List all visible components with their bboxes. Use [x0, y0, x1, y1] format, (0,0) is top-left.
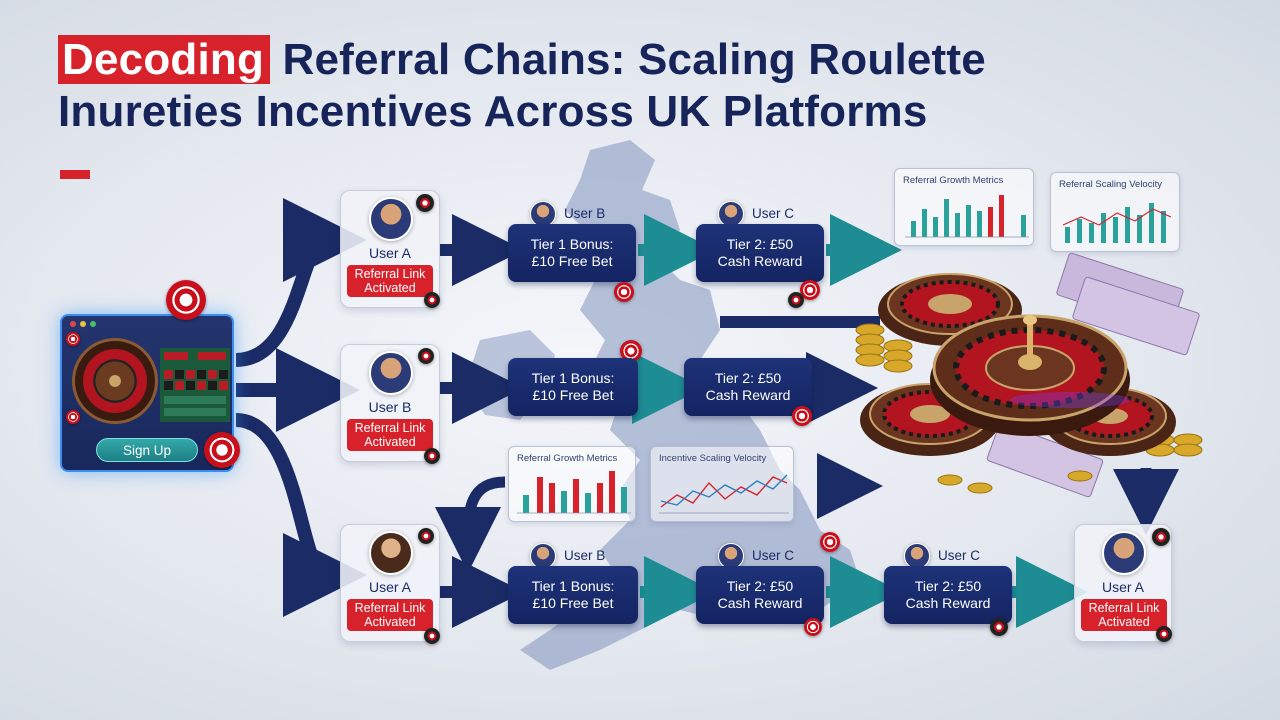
casino-chip-icon — [66, 332, 80, 346]
gold-coins-icon — [855, 323, 1203, 494]
title-highlight: Decoding — [58, 35, 271, 84]
user-avatar — [369, 197, 413, 241]
casino-chip-icon — [204, 432, 240, 468]
casino-chip-icon — [418, 528, 434, 544]
casino-chip-icon — [424, 628, 440, 644]
roulette-wheel-icon — [72, 338, 158, 424]
velocity-metrics-panel-top: Referral Scaling Velocity — [1050, 172, 1180, 252]
casino-chip-icon — [792, 406, 812, 426]
user-name: User A — [368, 579, 411, 595]
user-name: User A — [1101, 579, 1144, 595]
tier1-bonus-box: Tier 1 Bonus:£10 Free Bet — [508, 224, 636, 282]
user-avatar — [1102, 531, 1146, 575]
casino-chip-icon — [418, 348, 434, 364]
casino-chip-icon — [424, 292, 440, 308]
sign-up-button[interactable]: Sign Up — [96, 438, 198, 462]
casino-chip-icon — [1152, 528, 1170, 546]
title-line1-rest: Referral Chains: Scaling Roulette — [270, 35, 986, 84]
user-avatar — [718, 201, 744, 227]
casino-chip-icon — [620, 340, 642, 362]
growth-metrics-panel-mid: Referral Growth Metrics — [508, 446, 636, 522]
bar-chart-icon — [1062, 203, 1172, 243]
tier-user-tag: User B — [564, 206, 606, 221]
casino-chip-icon — [990, 618, 1008, 636]
casino-chip-icon — [614, 282, 634, 302]
tier-user-tag: User C — [752, 548, 795, 563]
user-name: User B — [368, 399, 412, 415]
title-line2: Inureties Incentives Across UK Platforms — [58, 87, 928, 136]
user-avatar — [530, 201, 556, 227]
roulette-wheels-cash-illustration — [855, 252, 1203, 498]
roulette-table-icon — [160, 348, 230, 422]
casino-chip-icon — [804, 618, 822, 636]
casino-chip-icon — [1156, 626, 1172, 642]
tier1-bonus-box: Tier 1 Bonus:£10 Free Bet — [508, 358, 638, 416]
casino-chip-icon — [416, 194, 434, 212]
roulette-wheel-icon — [930, 314, 1130, 436]
line-chart-icon — [659, 474, 789, 514]
casino-chip-icon — [820, 532, 840, 552]
user-avatar — [530, 543, 556, 569]
casino-chip-icon — [66, 410, 80, 424]
velocity-metrics-panel-mid: Incentive Scaling Velocity — [650, 446, 794, 522]
casino-chip-icon — [424, 448, 440, 464]
page-title: Decoding Referral Chains: Scaling Roulet… — [58, 34, 986, 138]
user-avatar — [718, 543, 744, 569]
bar-chart-icon — [517, 471, 631, 514]
user-avatar — [369, 351, 413, 395]
tier-user-tag: User B — [564, 548, 606, 563]
tier1-bonus-box: Tier 1 Bonus:£10 Free Bet — [508, 566, 638, 624]
tier-user-tag: User C — [938, 548, 981, 563]
window-dots — [70, 321, 96, 327]
tier-user-tag: User C — [752, 206, 795, 221]
casino-chip-icon — [166, 280, 206, 320]
title-accent-dash — [60, 170, 90, 179]
casino-chip-icon — [788, 292, 804, 308]
user-name: User A — [368, 245, 411, 261]
casino-chip-icon — [800, 280, 820, 300]
user-avatar — [904, 543, 930, 569]
user-avatar — [369, 531, 413, 575]
growth-metrics-panel-top: Referral Growth Metrics — [894, 168, 1034, 246]
bar-chart-icon — [905, 195, 1029, 238]
